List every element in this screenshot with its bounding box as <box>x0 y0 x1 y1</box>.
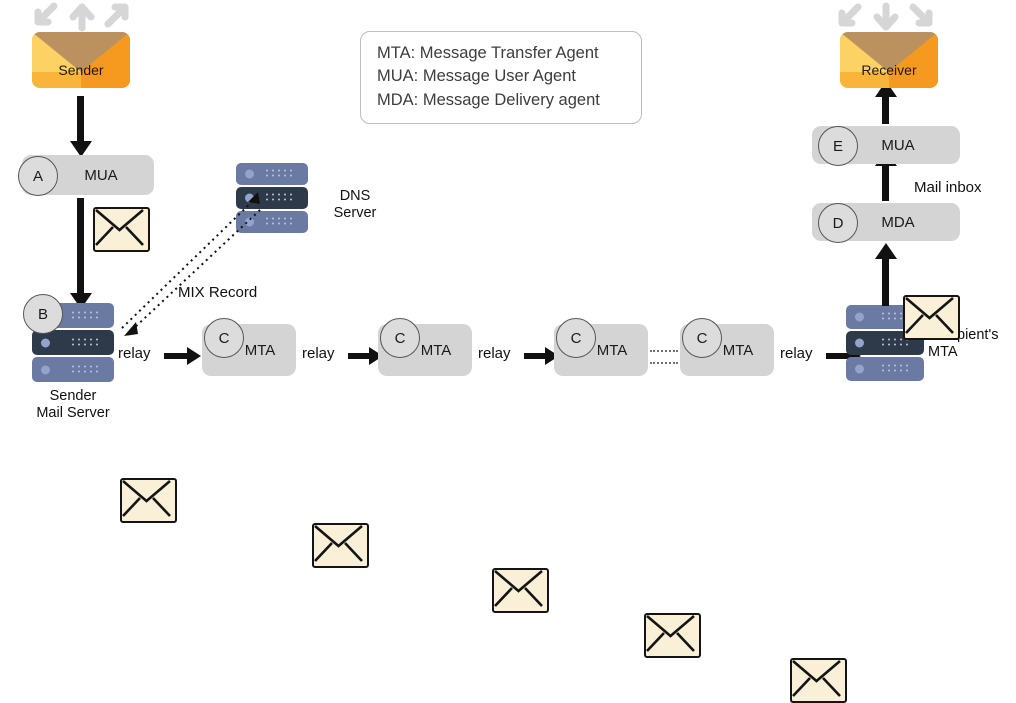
step-badge-d: D <box>818 203 858 243</box>
arrow-relay-3 <box>524 353 546 359</box>
step-badge-c-3: C <box>556 318 596 358</box>
ellipsis-dots-bottom <box>650 362 678 364</box>
relay-label-1: relay <box>118 345 151 362</box>
mail-icon-4 <box>492 568 549 613</box>
step-badge-c-2: C <box>380 318 420 358</box>
legend-line-mua: MUA: Message User Agent <box>377 67 576 86</box>
mix-record-label: MIX Record <box>178 284 258 301</box>
three-up-arrows-icon <box>34 2 129 32</box>
three-down-arrows-icon <box>838 2 933 31</box>
ellipsis-dots-top <box>650 350 678 352</box>
receiver-label: Receiver <box>861 62 917 78</box>
relay-label-3: relay <box>478 345 511 362</box>
legend-box: MTA: Message Transfer Agent MUA: Message… <box>360 31 642 125</box>
mail-icon-5 <box>903 295 960 340</box>
mail-icon-2 <box>120 478 177 523</box>
sender-mail-server-label: Sender Mail Server <box>6 388 140 422</box>
mail-icon-1 <box>93 207 150 252</box>
arrow-sender-to-mua <box>77 96 84 142</box>
legend-line-mda: MDA: Message Delivery agent <box>377 90 600 109</box>
mail-icon-7 <box>790 658 847 703</box>
step-badge-c-4: C <box>682 318 722 358</box>
step-badge-e: E <box>818 126 858 166</box>
step-badge-b-text: B <box>37 305 48 323</box>
recipient-mta-line2: MTA <box>928 344 958 361</box>
arrow-relay-2 <box>348 353 370 359</box>
step-badge-a-text: A <box>32 167 43 185</box>
step-badge-c-3-text: C <box>570 329 582 347</box>
dns-line2: Server <box>333 205 377 222</box>
sender-mail-server-line1: Sender <box>49 388 97 404</box>
server-dots-icon <box>72 310 106 321</box>
relay-label-4: relay <box>780 345 813 362</box>
mix-record-arrows <box>121 192 261 336</box>
sender-mail-server-line2: Mail Server <box>36 405 110 422</box>
relay-label-2: relay <box>302 345 335 362</box>
arrow-mta-to-mda <box>882 258 889 306</box>
step-badge-c-1: C <box>204 318 244 358</box>
node-mda-label: MDA <box>881 213 915 231</box>
receiver-group <box>832 2 940 37</box>
node-mta-3-label: MTA <box>596 341 628 359</box>
dns-line1: DNS <box>339 188 371 204</box>
mail-icon-3 <box>312 523 369 568</box>
receiver-envelope: Receiver <box>840 32 938 88</box>
step-badge-e-text: E <box>832 137 843 155</box>
arrow-relay-4 <box>826 353 848 359</box>
dns-server-label: DNS Server <box>320 188 390 222</box>
node-mua-sender-label: MUA <box>84 166 118 184</box>
step-badge-b: B <box>23 294 63 334</box>
step-badge-c-1-text: C <box>218 329 230 347</box>
node-mta-4-label: MTA <box>722 341 754 359</box>
arrow-relay-1 <box>164 353 188 359</box>
sender-label: Sender <box>58 62 104 78</box>
node-mta-1-label: MTA <box>244 341 276 359</box>
step-badge-d-text: D <box>832 214 844 232</box>
node-mta-2-label: MTA <box>420 341 452 359</box>
arrow-mua-to-receiver <box>882 96 889 124</box>
sender-group <box>28 2 136 37</box>
mail-icon-6 <box>644 613 701 658</box>
node-mua-receiver-label: MUA <box>881 136 915 154</box>
legend-line-mta: MTA: Message Transfer Agent <box>377 44 599 62</box>
step-badge-c-4-text: C <box>696 329 708 347</box>
mail-inbox-label: Mail inbox <box>914 179 982 196</box>
step-badge-a: A <box>18 156 58 196</box>
dns-server-icon[interactable] <box>236 163 308 233</box>
arrow-mua-to-mailserver <box>77 198 84 294</box>
arrow-mda-to-mua <box>882 165 889 201</box>
sender-envelope: Sender <box>32 32 130 88</box>
step-badge-c-2-text: C <box>394 329 406 347</box>
